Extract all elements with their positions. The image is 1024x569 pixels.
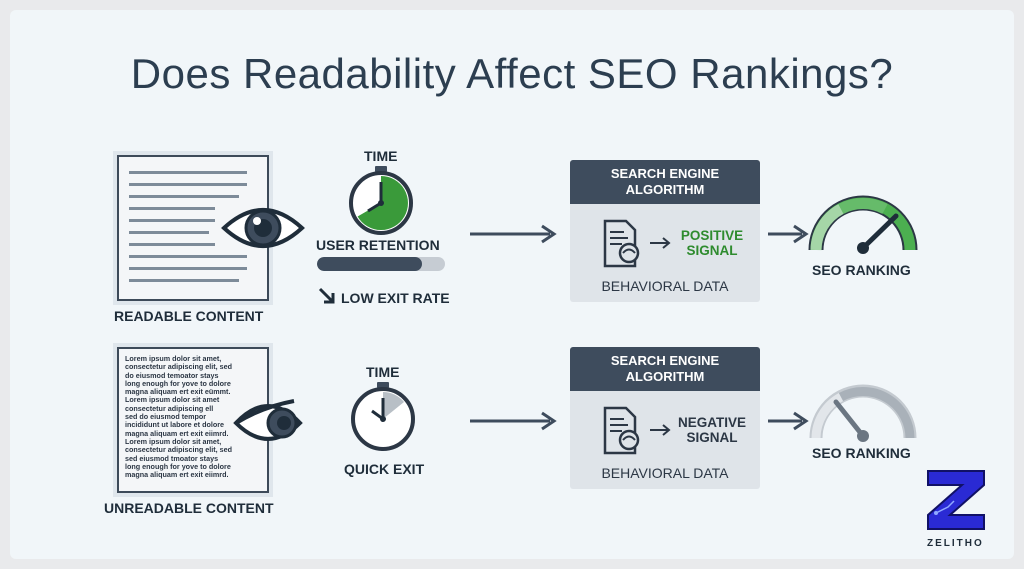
arrow-right-icon — [470, 411, 557, 431]
clock-icon-green — [349, 166, 413, 235]
content-label-unreadable: UNREADABLE CONTENT — [104, 500, 274, 516]
algorithm-title: SEARCH ENGINE ALGORITHM — [570, 160, 760, 204]
document-user-icon — [603, 219, 640, 268]
seo-ranking-label-top: SEO RANKING — [812, 262, 911, 278]
document-user-icon — [603, 406, 640, 455]
lorem-ipsum-text: Lorem ipsum dolor sit amet, consectetur … — [125, 355, 233, 480]
half-closed-eye-icon — [233, 399, 303, 441]
seo-ranking-label-bottom: SEO RANKING — [812, 445, 911, 461]
behavioral-data-label: BEHAVIORAL DATA — [601, 465, 729, 481]
time-label-bottom: TIME — [366, 364, 400, 380]
gauge-icon-low — [809, 384, 917, 442]
behavioral-data-label: BEHAVIORAL DATA — [601, 278, 729, 294]
logo-wordmark: ZELITHO — [927, 538, 984, 549]
positive-signal-label: POSITIVE SIGNAL — [680, 228, 744, 258]
eye-icon — [221, 208, 305, 248]
arrow-right-icon — [768, 224, 809, 244]
arrow-right-icon — [470, 224, 557, 244]
down-arrow-icon — [318, 287, 335, 304]
content-label-readable: READABLE CONTENT — [114, 308, 264, 324]
clock-icon-gray — [351, 382, 415, 451]
small-arrow-icon — [650, 237, 671, 249]
low-exit-rate-label: LOW EXIT RATE — [341, 290, 450, 306]
gauge-icon-high — [808, 195, 918, 254]
algorithm-box-bottom: SEARCH ENGINE ALGORITHM NEGATIVE SIGNAL … — [570, 347, 760, 489]
algorithm-title: SEARCH ENGINE ALGORITHM — [570, 347, 760, 391]
arrow-right-icon — [768, 411, 809, 431]
small-arrow-icon — [650, 424, 671, 436]
algorithm-box-top: SEARCH ENGINE ALGORITHM POSITIVE SIGNAL … — [570, 160, 760, 302]
quick-exit-label: QUICK EXIT — [344, 461, 425, 477]
page-title: Does Readability Affect SEO Rankings? — [130, 50, 894, 97]
retention-progress-bar — [317, 257, 445, 271]
retention-progress-fill — [317, 257, 422, 271]
negative-signal-label: NEGATIVE SIGNAL — [677, 415, 746, 445]
user-retention-label: USER RETENTION — [316, 237, 440, 253]
zelitho-logo — [927, 470, 985, 530]
time-label-top: TIME — [364, 148, 398, 164]
